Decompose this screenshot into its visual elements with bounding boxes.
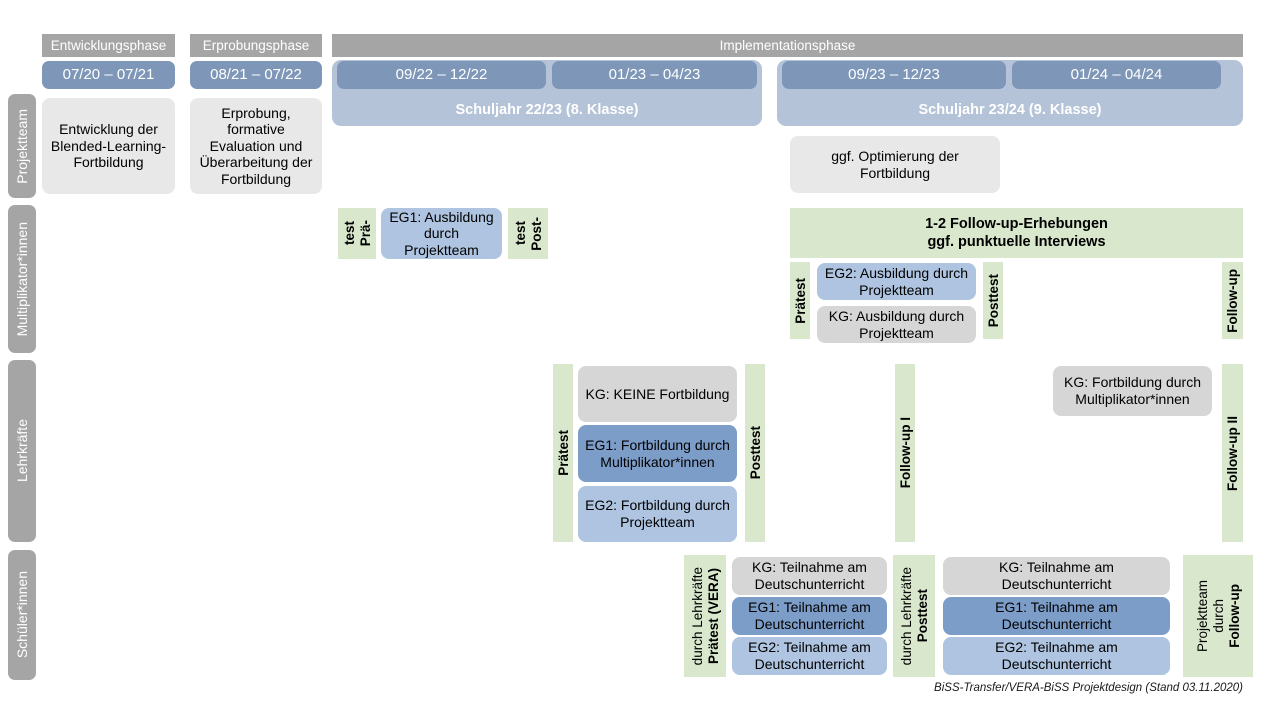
schueler-praetest-label: Prätest (VERA) [705, 567, 721, 665]
lehrkraefte-eg2-box: EG2: Fortbildung durch Projektteam [578, 486, 737, 542]
period-0124-0424: 01/24 – 04/24 [1012, 61, 1221, 89]
lehrkraefte-followup2-label: Follow-up II [1225, 415, 1240, 491]
row-label-multiplikatorinnen-text: Multiplikator*innen [14, 221, 30, 337]
projektteam-box-erprobung: Erprobung, formative Evaluation und Über… [190, 98, 322, 194]
row-label-schuelerinnen-text: Schüler*innen [14, 571, 30, 659]
row-label-lehrkraefte-text: Lehrkräfte [14, 419, 30, 483]
multiplikatoren-praetest-line1: Prä- [357, 220, 373, 247]
row-label-lehrkraefte: Lehrkräfte [8, 360, 36, 542]
schueler-posttest-strip: Posttest durch Lehrkräfte [893, 555, 935, 677]
schueler-praetest-strip: Prätest (VERA) durch Lehrkräfte [684, 555, 726, 677]
row-label-projektteam-text: Projektteam [14, 108, 30, 184]
schueler-praetest-sublabel: durch Lehrkräfte [689, 566, 705, 666]
schueler-pre-eg2-box: EG2: Teilnahme am Deutschunterricht [732, 637, 887, 675]
phase-header-implementationsphase: Implementationsphase [332, 34, 1243, 57]
multiplikatoren-posttest-strip: Post- test [508, 208, 548, 259]
multiplikatoren-praetest-2-label: Prätest [792, 277, 808, 324]
period-0923-1223: 09/23 – 12/23 [782, 61, 1006, 89]
schueler-post-eg2-box: EG2: Teilnahme am Deutschunterricht [943, 637, 1170, 675]
multiplikatoren-banner-line1: 1-2 Follow-up-Erhebungen [925, 215, 1108, 232]
schueler-followup-sublabel-2: Projektteam [1194, 579, 1210, 653]
multiplikatoren-eg2-box: EG2: Ausbildung durch Projektteam [817, 263, 976, 300]
multiplikatoren-praetest-2-strip: Prätest [790, 262, 810, 339]
lehrkraefte-followup1-label: Follow-up I [897, 417, 913, 489]
footnote: BiSS-Transfer/VERA-BiSS Projektdesign (S… [934, 682, 1243, 694]
phase-header-erprobungsphase: Erprobungsphase [190, 34, 322, 57]
lehrkraefte-posttest-strip: Posttest [745, 364, 765, 542]
schueler-followup-sublabel-1: durch [1210, 599, 1226, 633]
schueler-post-kg-box: KG: Teilnahme am Deutschunterricht [943, 557, 1170, 595]
lehrkraefte-praetest-label: Prätest [555, 430, 571, 476]
schueler-post-eg1-box: EG1: Teilnahme am Deutschunterricht [943, 597, 1170, 635]
schueler-followup-strip: Follow-up durch Projektteam [1183, 555, 1253, 677]
multiplikatoren-followup-label: Follow-up [1225, 268, 1240, 333]
lehrkraefte-eg1-box: EG1: Fortbildung durch Multiplikator*inn… [578, 425, 737, 482]
period-0922-1222: 09/22 – 12/22 [337, 61, 546, 89]
multiplikatoren-kg-box: KG: Ausbildung durch Projektteam [817, 306, 976, 343]
multiplikatoren-praetest-strip: Prä- test [338, 208, 376, 259]
multiplikatoren-posttest-2-label: Posttest [985, 273, 1001, 328]
period-0720-0721: 07/20 – 07/21 [42, 61, 175, 89]
multiplikatoren-eg1-box: EG1: Ausbildung durch Projektteam [381, 208, 502, 259]
row-label-projektteam: Projektteam [8, 94, 36, 198]
lehrkraefte-followup2-strip: Follow-up II [1222, 364, 1243, 542]
multiplikatoren-praetest-line2: test [341, 221, 357, 246]
multiplikatoren-posttest-line1: Post- [528, 216, 544, 251]
projektteam-box-optimierung: ggf. Optimierung der Fortbildung [790, 136, 1000, 193]
schueler-followup-label: Follow-up [1226, 584, 1242, 648]
phase-header-entwicklungsphase: Entwicklungsphase [42, 34, 175, 57]
lehrkraefte-praetest-strip: Prätest [553, 364, 573, 542]
period-0123-0423: 01/23 – 04/23 [552, 61, 757, 89]
projektteam-box-entwicklung: Entwicklung der Blended-Learning-Fortbil… [42, 98, 175, 194]
school-year-2324-label: Schuljahr 23/24 (9. Klasse) [918, 102, 1102, 118]
period-0821-0722: 08/21 – 07/22 [190, 61, 322, 89]
schueler-pre-eg1-box: EG1: Teilnahme am Deutschunterricht [732, 597, 887, 635]
schueler-posttest-label: Posttest [914, 589, 930, 643]
lehrkraefte-posttest-label: Posttest [747, 426, 763, 480]
row-label-multiplikatorinnen: Multiplikator*innen [8, 205, 36, 353]
multiplikatoren-followup-strip: Follow-up [1222, 262, 1243, 339]
multiplikatoren-banner-line2: ggf. punktuelle Interviews [927, 234, 1106, 250]
multiplikatoren-posttest-2-strip: Posttest [983, 262, 1003, 339]
schueler-pre-kg-box: KG: Teilnahme am Deutschunterricht [732, 557, 887, 595]
multiplikatoren-posttest-line2: test [512, 221, 528, 246]
row-label-schuelerinnen: Schüler*innen [8, 550, 36, 680]
school-year-2223-label: Schuljahr 22/23 (8. Klasse) [455, 102, 639, 118]
multiplikatoren-followup-banner: 1-2 Follow-up-Erhebungen ggf. punktuelle… [790, 208, 1243, 258]
lehrkraefte-kg-box: KG: KEINE Fortbildung [578, 366, 737, 422]
lehrkraefte-followup1-strip: Follow-up I [895, 364, 915, 542]
lehrkraefte-kg-box-2: KG: Fortbildung durch Multiplikator*inne… [1053, 366, 1212, 416]
schueler-posttest-sublabel: durch Lehrkräfte [898, 566, 914, 666]
